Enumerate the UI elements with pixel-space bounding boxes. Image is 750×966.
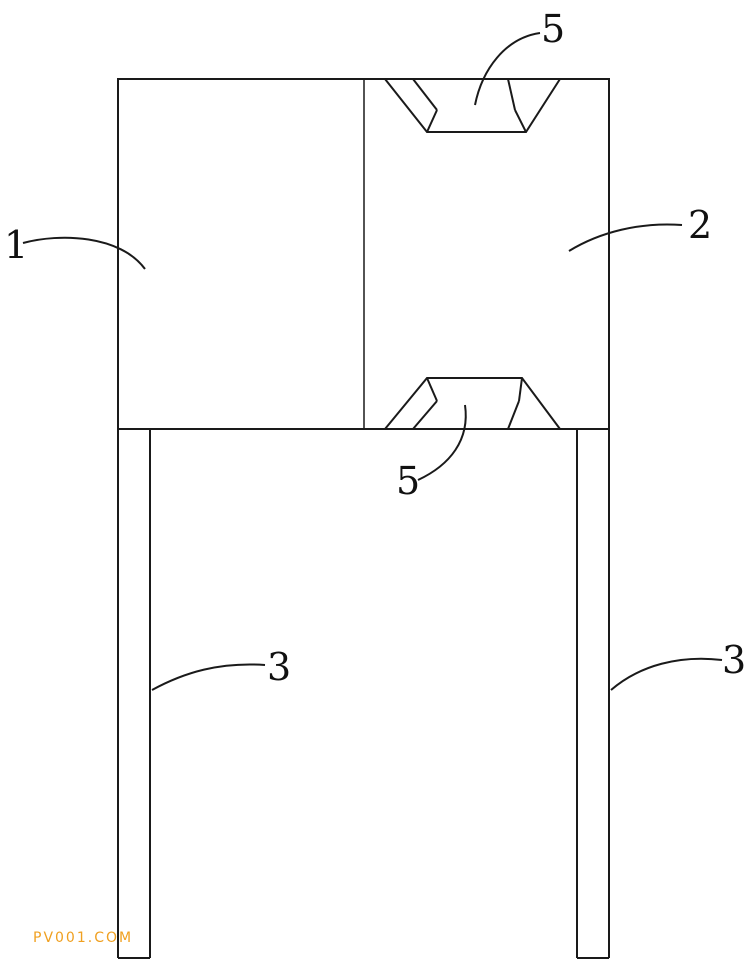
callout-1: 1	[4, 223, 28, 267]
watermark-text: PV001.COM	[33, 930, 134, 946]
callout-3-right: 3	[722, 638, 746, 682]
top-trapezoid-bracket	[384, 78, 561, 133]
leader-line-5-top	[474, 32, 541, 106]
callout-5-top: 5	[541, 7, 565, 51]
callout-2: 2	[688, 203, 712, 247]
leader-line-1	[22, 236, 146, 270]
callout-5-bottom: 5	[396, 459, 420, 503]
leader-line-3-left	[151, 663, 266, 691]
callout-3-left: 3	[267, 645, 291, 689]
leader-line-3-right	[610, 657, 723, 691]
right-leg	[576, 429, 610, 959]
bottom-trapezoid-bracket	[384, 377, 561, 430]
leader-line-2	[568, 223, 683, 252]
leader-line-5-bottom	[417, 404, 467, 481]
left-leg	[117, 429, 151, 959]
